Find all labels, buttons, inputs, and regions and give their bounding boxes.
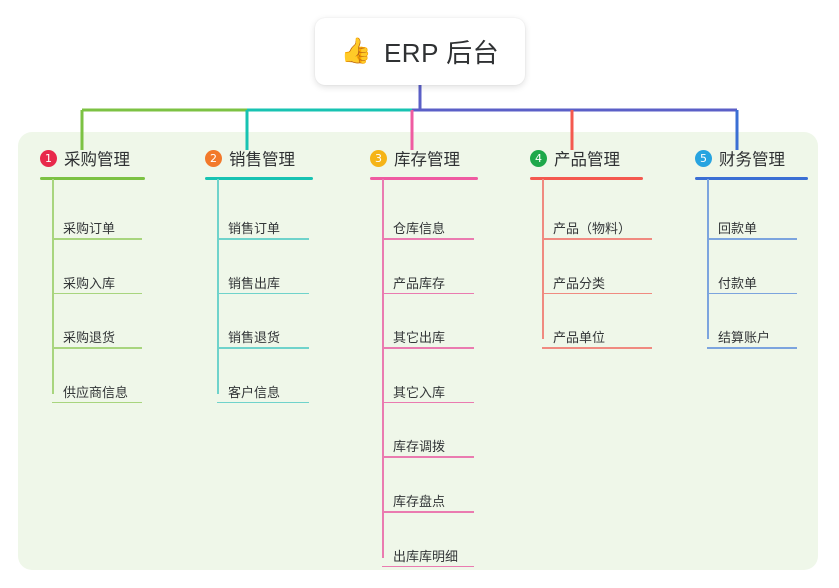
branch-title: 产品管理: [554, 151, 620, 169]
root-node[interactable]: 👍 ERP 后台: [315, 18, 525, 85]
leaf-item[interactable]: 产品单位: [553, 330, 606, 346]
leaf-rule: [382, 347, 474, 349]
leaf-rule: [382, 238, 474, 240]
leaf-item[interactable]: 库存调拨: [393, 439, 446, 455]
leaf-rule: [382, 292, 474, 295]
leaf-item[interactable]: 其它出库: [393, 330, 446, 346]
branch-header-4[interactable]: 4 产品管理: [530, 146, 643, 170]
leaf-rule: [52, 292, 142, 295]
branch-column-2: 2 销售管理: [205, 146, 313, 180]
branch-header-3[interactable]: 3 库存管理: [370, 146, 478, 170]
leaf-rule: [382, 456, 474, 458]
leaf-rule: [217, 238, 309, 240]
branch-header-rule: [695, 177, 808, 180]
leaf-rule: [52, 238, 142, 240]
branch-header-5[interactable]: 5 财务管理: [695, 146, 808, 170]
branch-number-badge: 3: [370, 149, 387, 167]
leaf-rule: [382, 511, 474, 513]
branch-header-rule: [40, 177, 145, 180]
page-title: ERP 后台: [383, 38, 500, 68]
branch-header-rule: [530, 177, 643, 180]
thumbs-up-icon: 👍: [340, 37, 372, 65]
branch-title: 销售管理: [229, 151, 295, 169]
leaf-item[interactable]: 付款单: [718, 275, 758, 291]
branch-title: 库存管理: [394, 151, 460, 169]
branch-number-badge: 4: [530, 149, 547, 167]
leaf-rule: [52, 401, 142, 404]
leaf-item[interactable]: 销售订单: [228, 221, 281, 236]
leaf-item[interactable]: 采购入库: [63, 275, 116, 291]
branches-panel: [18, 132, 818, 570]
leaf-item[interactable]: 客户信息: [228, 384, 281, 400]
branch-spine: [542, 179, 544, 340]
branch-spine: [707, 179, 709, 340]
branch-spine: [217, 179, 219, 394]
leaf-rule: [382, 565, 474, 568]
branch-header-rule: [370, 177, 478, 180]
leaf-item[interactable]: 结算账户: [718, 330, 771, 346]
leaf-item[interactable]: 销售退货: [228, 330, 281, 346]
leaf-rule: [217, 347, 309, 349]
leaf-rule: [707, 347, 797, 349]
leaf-rule: [707, 238, 797, 240]
branch-column-3: 3 库存管理: [370, 146, 478, 180]
branch-number-badge: 1: [40, 149, 57, 167]
branch-spine: [382, 179, 384, 558]
branch-header-1[interactable]: 1 采购管理: [40, 146, 145, 170]
leaf-item[interactable]: 出库库明细: [393, 548, 459, 564]
leaf-item[interactable]: 产品分类: [553, 275, 606, 291]
branch-header-rule: [205, 177, 313, 180]
leaf-item[interactable]: 供应商信息: [63, 384, 129, 400]
leaf-rule: [217, 292, 309, 295]
leaf-item[interactable]: 库存盘点: [393, 494, 446, 509]
leaf-rule: [707, 292, 797, 295]
leaf-rule: [382, 401, 474, 404]
branch-column-1: 1 采购管理: [40, 146, 145, 180]
leaf-item[interactable]: 其它入库: [393, 384, 446, 400]
branch-column-4: 4 产品管理: [530, 146, 643, 180]
branch-column-5: 5 财务管理: [695, 146, 808, 180]
leaf-item[interactable]: 采购退货: [63, 330, 116, 346]
leaf-rule: [542, 292, 652, 295]
branch-spine: [52, 179, 54, 394]
branch-number-badge: 5: [695, 149, 712, 167]
branch-number-badge: 2: [205, 149, 222, 167]
leaf-item[interactable]: 回款单: [718, 221, 758, 236]
leaf-item[interactable]: 产品（物料）: [553, 221, 632, 236]
leaf-item[interactable]: 仓库信息: [393, 221, 446, 236]
branch-title: 财务管理: [719, 151, 785, 169]
leaf-item[interactable]: 产品库存: [393, 275, 446, 291]
leaf-rule: [217, 401, 309, 404]
branch-title: 采购管理: [64, 151, 130, 169]
leaf-rule: [52, 347, 142, 349]
branch-header-2[interactable]: 2 销售管理: [205, 146, 313, 170]
leaf-rule: [542, 238, 652, 240]
leaf-rule: [542, 347, 652, 349]
leaf-item[interactable]: 销售出库: [228, 275, 281, 291]
leaf-item[interactable]: 采购订单: [63, 221, 116, 236]
